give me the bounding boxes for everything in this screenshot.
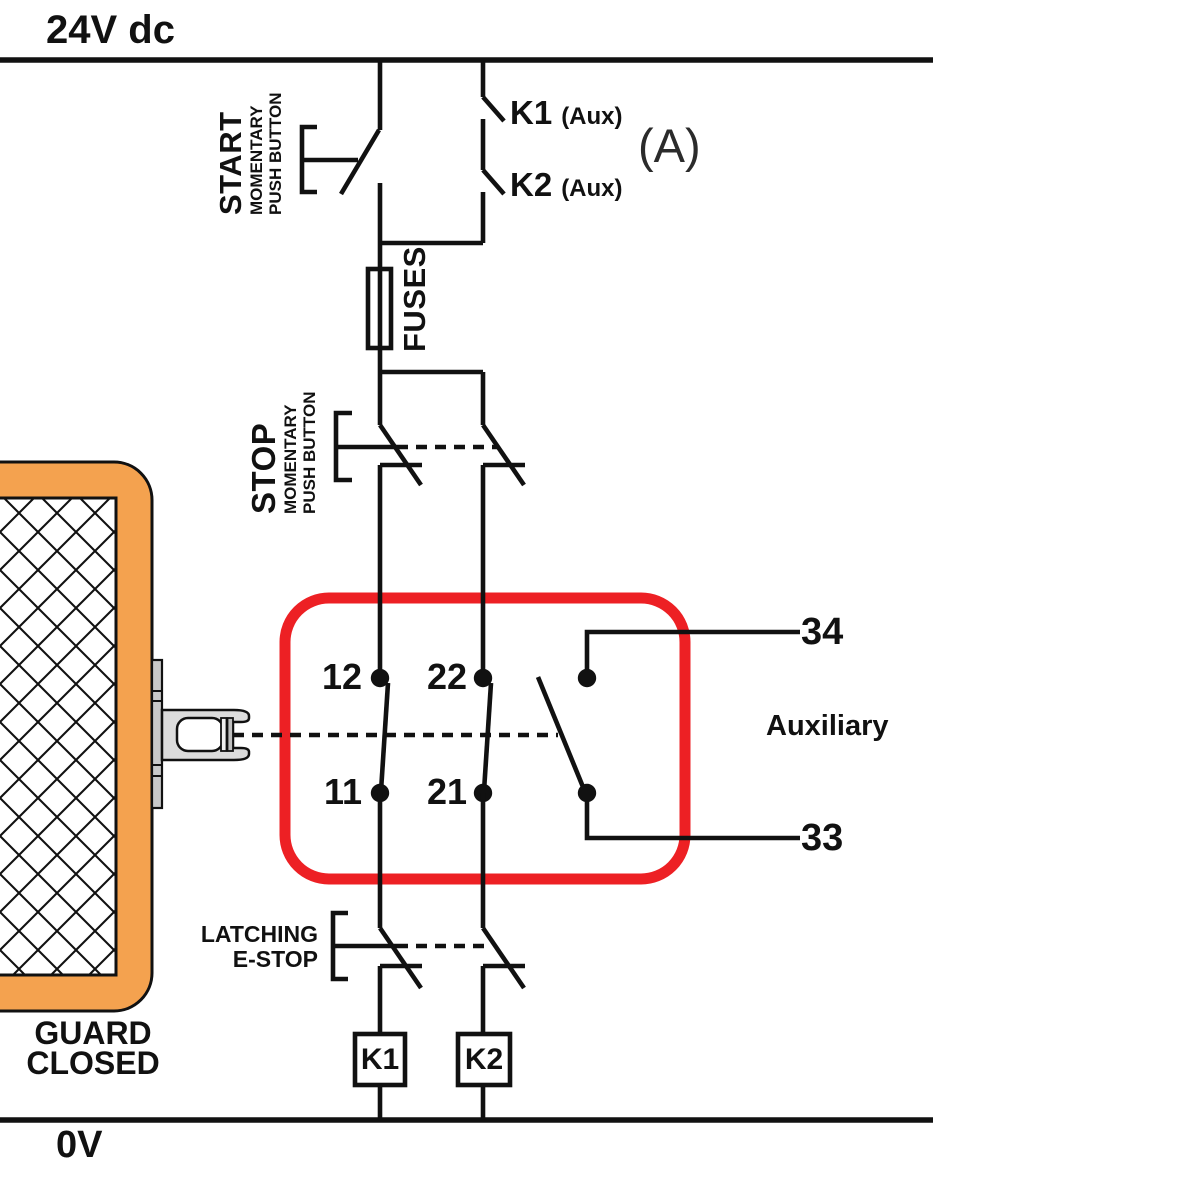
k1-aux-contact-blade xyxy=(481,95,506,123)
k1-name: K1 xyxy=(510,94,553,131)
terminal-label-33: 33 xyxy=(801,817,844,859)
interlock-catch-bar-1 xyxy=(220,717,228,752)
estop-label-line1: LATCHING xyxy=(200,921,318,947)
interlock-contacts xyxy=(233,629,800,841)
terminal-label-22: 22 xyxy=(426,656,467,697)
start-sub2: PUSH BUTTON xyxy=(266,92,285,215)
rail-bottom-label: 0V xyxy=(56,1124,103,1166)
coil-k1-label: K1 xyxy=(360,1043,400,1076)
terminal-dot-22 xyxy=(473,668,493,688)
k2-name: K2 xyxy=(510,166,553,203)
wire-to-34 xyxy=(584,629,800,678)
stop-contact-blade-1 xyxy=(378,423,423,487)
interlock-catch-bar-2 xyxy=(226,717,234,752)
contact-blade-12-11 xyxy=(378,682,391,792)
stop-sub2: PUSH BUTTON xyxy=(300,391,319,514)
start-title: START xyxy=(213,111,248,215)
contact-blade-aux xyxy=(535,676,586,788)
k1-aux-label: K1 (Aux) xyxy=(510,96,623,136)
coil-k1-box xyxy=(352,1031,408,1088)
estop-contact-blade-1 xyxy=(378,926,423,990)
relay-coils xyxy=(352,1031,513,1120)
k2-qualifier: (Aux) xyxy=(561,175,623,202)
fuse-symbol xyxy=(365,266,394,351)
wire-to-33 xyxy=(584,793,800,841)
aux-seal-branch xyxy=(380,60,506,246)
guard-mesh-panel xyxy=(0,496,118,977)
terminal-label-12: 12 xyxy=(321,656,362,697)
circuit-annotation-a: (A) xyxy=(638,119,701,172)
terminal-label-11: 11 xyxy=(323,771,362,812)
stop-button-label: STOP MOMENTARY PUSH BUTTON xyxy=(245,391,319,514)
guard-door-graphic xyxy=(0,460,251,1013)
interlock-plate xyxy=(150,658,164,810)
estop-contacts xyxy=(330,793,526,1034)
guard-status-label: GUARD CLOSED xyxy=(18,1015,168,1081)
estop-label: LATCHING E-STOP xyxy=(190,922,318,972)
coil-k2-box xyxy=(455,1031,513,1088)
fuses-label-wrap: FUSES xyxy=(397,246,432,352)
start-branch xyxy=(299,60,383,425)
coil-k2-label: K2 xyxy=(464,1043,504,1076)
guard-label-line2: CLOSED xyxy=(26,1045,160,1081)
interlock-tongue-slot xyxy=(175,716,225,753)
k2-aux-label: K2 (Aux) xyxy=(510,168,623,208)
terminal-dot-12 xyxy=(370,668,390,688)
start-sub1: MOMENTARY xyxy=(247,105,266,215)
stop-sub1: MOMENTARY xyxy=(281,404,300,514)
terminal-dot-33 xyxy=(577,783,597,803)
interlock-plate-joints xyxy=(152,690,162,777)
terminal-label-34: 34 xyxy=(801,611,844,653)
start-contact-blade xyxy=(339,128,381,196)
start-button-label: START MOMENTARY PUSH BUTTON xyxy=(213,92,285,215)
stop-contacts xyxy=(333,369,526,678)
terminal-label-21: 21 xyxy=(426,771,467,812)
auxiliary-label: Auxiliary xyxy=(766,710,889,742)
estop-label-line2: E-STOP xyxy=(232,946,318,972)
stop-title: STOP xyxy=(245,422,282,514)
guard-label-line1: GUARD xyxy=(34,1015,152,1051)
estop-contact-blade-2 xyxy=(481,926,526,990)
rail-top-label: 24V dc xyxy=(46,8,175,52)
terminal-dot-34 xyxy=(577,668,597,688)
k1-qualifier: (Aux) xyxy=(561,103,623,130)
stop-contact-blade-2 xyxy=(481,423,526,487)
fuses-label: FUSES xyxy=(397,246,432,352)
k2-aux-contact-blade xyxy=(481,168,506,196)
